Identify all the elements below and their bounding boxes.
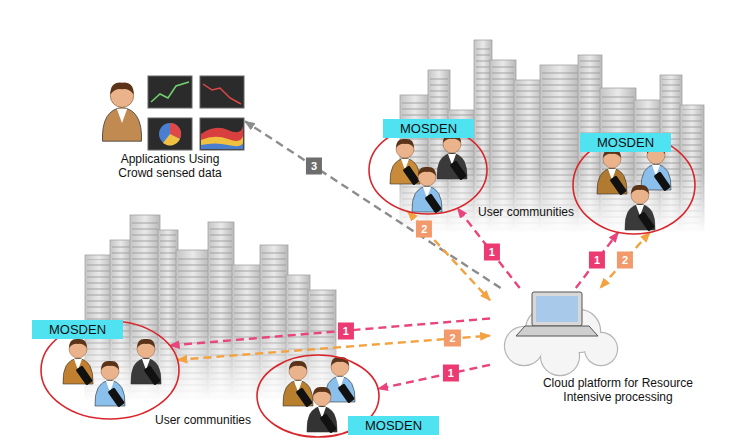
- person-figure: [307, 387, 337, 434]
- person-figure: [412, 167, 442, 214]
- phone-icon: [76, 365, 93, 385]
- cloud-platform: Cloud platform for Resource Intensive pr…: [490, 288, 702, 410]
- person-figure: [283, 361, 313, 408]
- cloud-puff: [541, 337, 579, 375]
- pie-slice: [163, 134, 180, 145]
- caption-text: Applications Using Crowd sensed data: [111, 152, 229, 180]
- step-number: 1: [443, 365, 459, 382]
- area-chart: [201, 143, 243, 149]
- application-group: Applications Using Crowd sensed data: [95, 70, 245, 184]
- dashed-arrow: [600, 232, 650, 288]
- person-hair: [631, 185, 649, 194]
- mosden-tag: MOSDEN: [32, 320, 123, 339]
- person-hair: [110, 83, 133, 95]
- laptop-base: [516, 326, 598, 336]
- user-community: MOSDEN: [256, 354, 380, 438]
- person-hair: [101, 361, 119, 370]
- laptop-screen: [532, 292, 582, 326]
- person-hair: [69, 339, 87, 348]
- phone-icon: [296, 387, 313, 407]
- area-chart: [201, 136, 243, 149]
- person-hair: [137, 339, 155, 348]
- phone-icon: [425, 193, 442, 213]
- chart-tile: [148, 76, 192, 108]
- person-shirt: [117, 109, 127, 123]
- person-figure: [95, 361, 125, 408]
- skyline-fade: [398, 170, 706, 234]
- mosden-tag: MOSDEN: [348, 416, 439, 435]
- city-skyline: [83, 215, 338, 402]
- mosden-tag: MOSDEN: [580, 133, 671, 152]
- mosden-tag: MOSDEN: [383, 119, 474, 138]
- phone-icon: [610, 175, 627, 195]
- person-hair: [313, 387, 331, 396]
- step-number: 2: [444, 330, 460, 347]
- person-figure: [131, 339, 161, 386]
- user-community: MOSDEN: [368, 125, 488, 215]
- phone-icon: [144, 365, 161, 385]
- dashed-arrow: [378, 365, 490, 389]
- dashed-arrow: [408, 211, 490, 300]
- person-figure: [102, 83, 141, 142]
- phone-icon: [320, 413, 337, 433]
- phone-icon: [403, 165, 420, 185]
- cloud-puff: [585, 333, 617, 365]
- step-number: 1: [484, 244, 500, 261]
- step-number: 1: [589, 252, 605, 269]
- pie-chart: [159, 123, 181, 145]
- chart-tile: [200, 118, 244, 150]
- caption-text: Cloud platform for Resource Intensive pr…: [538, 376, 698, 404]
- person-hair: [418, 167, 436, 176]
- group-label: User communities: [155, 413, 251, 427]
- person-figure: [437, 134, 467, 181]
- phone-icon: [654, 171, 671, 191]
- person-body: [102, 107, 141, 141]
- chart-tile: [200, 76, 244, 108]
- person-figure: [63, 339, 93, 386]
- group-label: User communities: [478, 205, 574, 219]
- person-figure: [390, 139, 420, 186]
- cloud-icon: [504, 292, 618, 376]
- phone-icon: [338, 383, 355, 403]
- chart-tile: [148, 118, 192, 150]
- dashed-arrow: [245, 121, 501, 288]
- community-outline: [368, 125, 488, 215]
- step-number: 1: [338, 322, 354, 339]
- step-number: 2: [617, 252, 633, 269]
- phone-icon: [108, 387, 125, 407]
- dashed-arrow: [170, 319, 490, 346]
- phone-icon: [450, 160, 467, 180]
- area-chart: [201, 126, 243, 149]
- phone-icon: [638, 211, 655, 231]
- laptop-display: [536, 296, 578, 322]
- person-figure: [597, 149, 627, 196]
- person-hair: [396, 139, 414, 148]
- step-number: 2: [416, 221, 432, 238]
- person-figure: [625, 185, 655, 232]
- person-hair: [289, 361, 307, 370]
- user-community: MOSDEN: [40, 320, 180, 420]
- dashed-arrow: [576, 232, 618, 288]
- line-chart: [203, 84, 241, 104]
- community-ellipse: [369, 126, 487, 214]
- dashed-arrow: [458, 208, 520, 288]
- step-number: 3: [306, 158, 322, 175]
- line-chart: [151, 82, 189, 102]
- user-community: MOSDEN: [572, 135, 696, 235]
